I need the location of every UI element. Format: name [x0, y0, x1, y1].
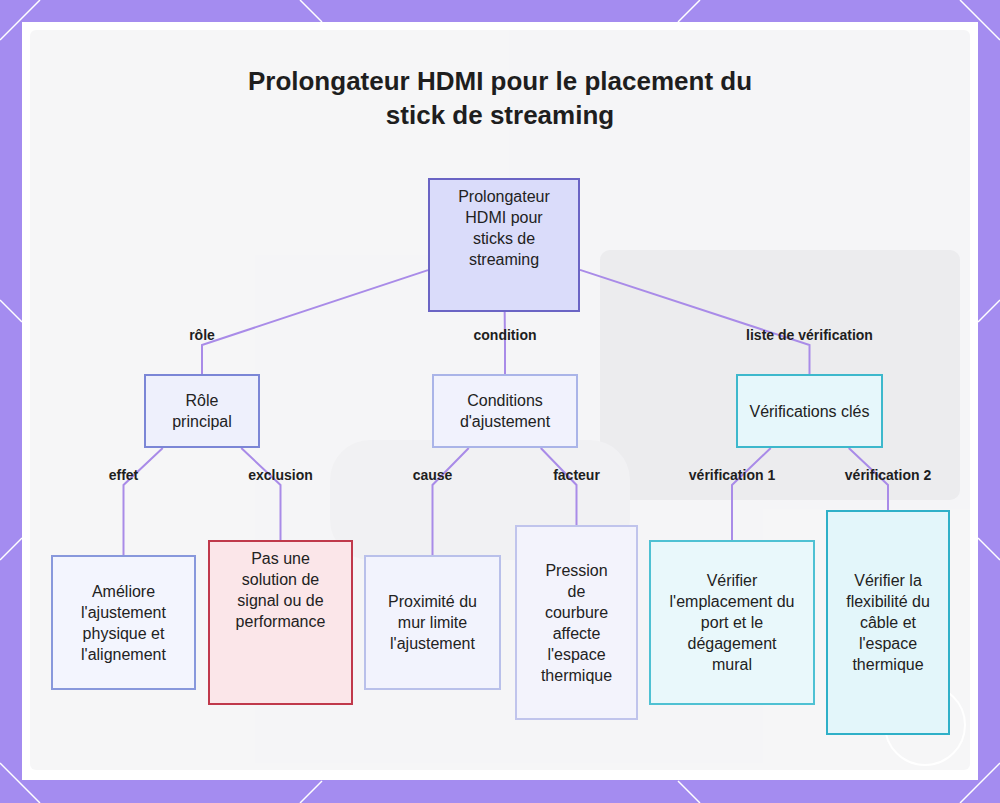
edge-label: cause	[413, 466, 453, 484]
text-group: Proximité du mur limite l'ajustement	[384, 591, 481, 654]
node-text: Améliore l'ajustement physique et l'alig…	[61, 581, 186, 665]
node-text: Pas une solution de signal ou de perform…	[222, 548, 339, 632]
text-group: Vérifier la flexibilité du câble et l'es…	[842, 570, 934, 675]
concept-box: Vérifier la flexibilité du câble et l'es…	[826, 510, 950, 735]
diagram-title: Prolongateur HDMI pour le placement du s…	[240, 64, 760, 132]
text-group: Prolongateur HDMI pour sticks de streami…	[444, 186, 564, 270]
connector-line	[241, 448, 280, 540]
text-group: Pas une solution de signal ou de perform…	[222, 548, 339, 632]
text-group: Conditions d'ajustement	[442, 390, 568, 432]
concept-box: Pression de courbure affecte l'espace th…	[515, 525, 638, 720]
node-text: Prolongateur HDMI pour sticks de streami…	[444, 186, 564, 270]
node-text: Conditions d'ajustement	[442, 390, 568, 432]
concept-box: Vérifications clés	[736, 374, 883, 448]
node-text: Rôle principal	[154, 390, 250, 432]
connector-line	[732, 448, 771, 540]
text-group: Rôle principal	[154, 390, 250, 432]
edge-label: vérification 1	[689, 466, 775, 484]
text-group: Améliore l'ajustement physique et l'alig…	[61, 581, 186, 665]
connector-line	[124, 448, 163, 555]
edge-label: condition	[474, 326, 537, 344]
edge-label: exclusion	[248, 466, 313, 484]
node-text: Proximité du mur limite l'ajustement	[384, 591, 481, 654]
edge-label: vérification 2	[845, 466, 931, 484]
concept-box: Proximité du mur limite l'ajustement	[364, 555, 501, 690]
text-group: Vérifier l'emplacement du port et le dég…	[667, 570, 797, 675]
concept-box: Rôle principal	[144, 374, 260, 448]
concept-box: Vérifier l'emplacement du port et le dég…	[649, 540, 815, 705]
text-group: Pression de courbure affecte l'espace th…	[535, 560, 618, 686]
node-text: Vérifier l'emplacement du port et le dég…	[667, 570, 797, 675]
edge-label: facteur	[553, 466, 600, 484]
text-group: Vérifications clés	[749, 401, 869, 422]
connector-line	[541, 448, 577, 525]
edge-label: rôle	[189, 326, 215, 344]
concept-box: Conditions d'ajustement	[432, 374, 578, 448]
concept-box: Pas une solution de signal ou de perform…	[208, 540, 353, 705]
concept-box: Améliore l'ajustement physique et l'alig…	[51, 555, 196, 690]
node-text: Vérifier la flexibilité du câble et l'es…	[842, 570, 934, 675]
connector-line	[580, 270, 810, 374]
connector-line	[202, 270, 428, 374]
concept-box: Prolongateur HDMI pour sticks de streami…	[428, 178, 580, 312]
edge-label: effet	[109, 466, 139, 484]
edge-label: liste de vérification	[746, 326, 873, 344]
connector-line	[433, 448, 469, 555]
node-text: Vérifications clés	[749, 401, 869, 422]
node-text: Pression de courbure affecte l'espace th…	[535, 560, 618, 686]
